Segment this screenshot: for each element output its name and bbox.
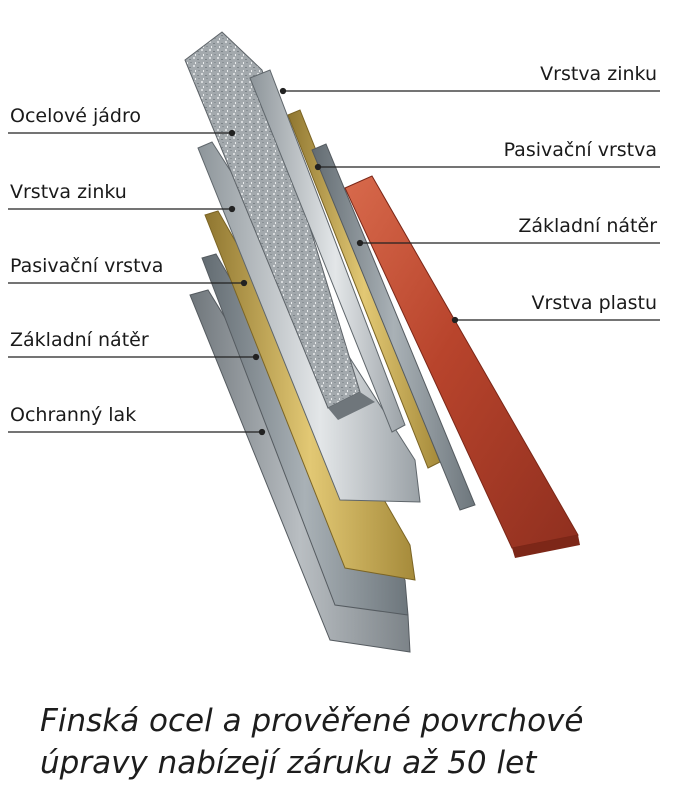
caption-line-2: úpravy nabízejí záruku až 50 let bbox=[40, 742, 680, 784]
label-right-passivation: Pasivační vrstva bbox=[504, 139, 657, 161]
label-left-passivation: Pasivační vrstva bbox=[10, 255, 163, 277]
label-left-zinc: Vrstva zinku bbox=[10, 181, 127, 203]
label-right-plastic: Vrstva plastu bbox=[532, 292, 657, 314]
label-left-primer: Základní nátěr bbox=[10, 329, 149, 351]
caption: Finská ocel a prověřené povrchové úpravy… bbox=[40, 700, 680, 784]
label-left-core: Ocelové jádro bbox=[10, 105, 141, 127]
label-right-primer: Základní nátěr bbox=[518, 215, 657, 237]
label-right-zinc: Vrstva zinku bbox=[540, 63, 657, 85]
caption-line-1: Finská ocel a prověřené povrchové bbox=[40, 700, 680, 742]
label-left-lacquer: Ochranný lak bbox=[10, 404, 136, 426]
